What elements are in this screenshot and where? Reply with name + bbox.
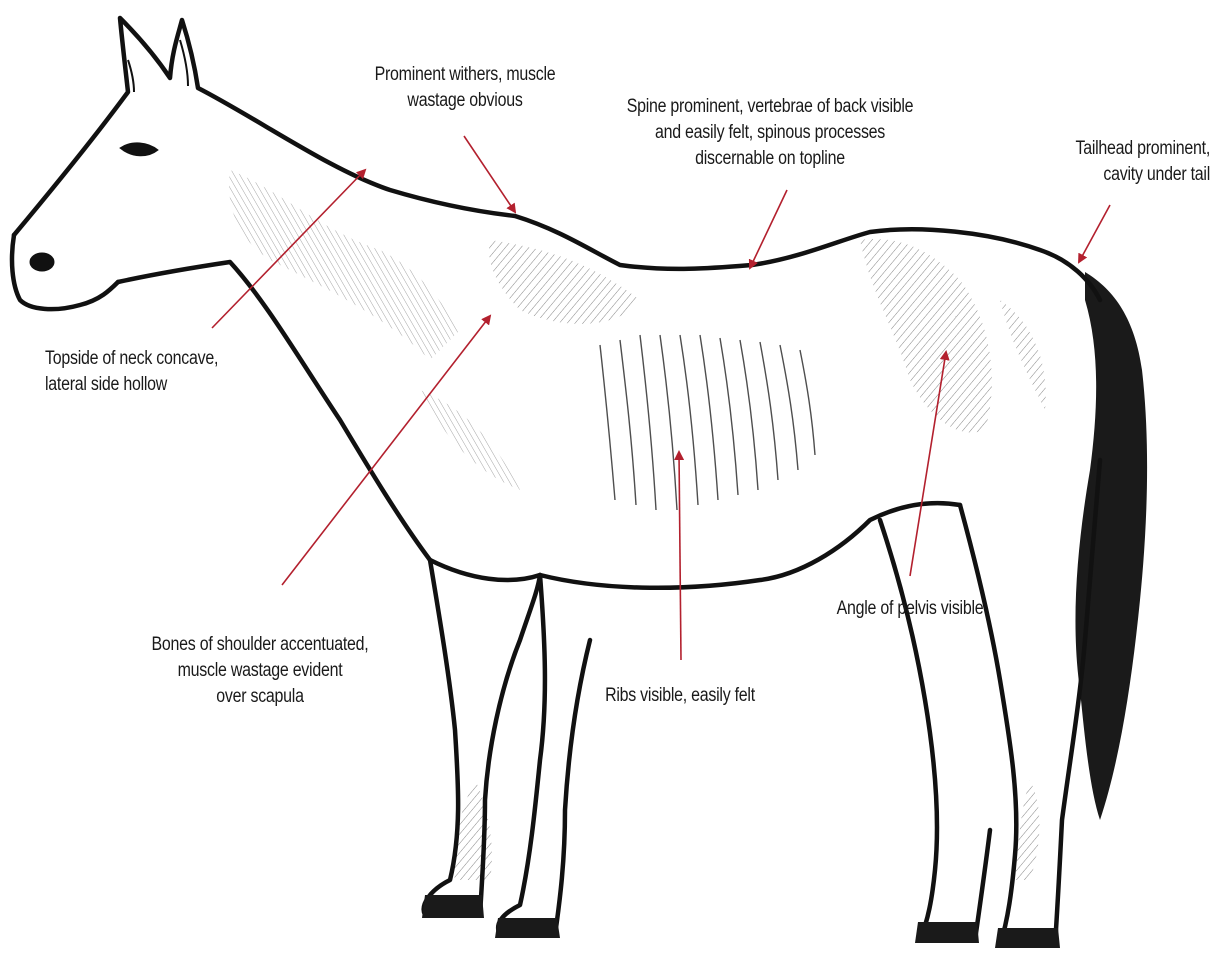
label-line: wastage obvious xyxy=(326,88,603,114)
rib-marks xyxy=(600,335,815,510)
label-line: Angle of pelvis visible xyxy=(801,596,1019,622)
label-line: discernable on topline xyxy=(615,146,926,172)
label-line: and easily felt, spinous processes xyxy=(615,120,926,146)
label-withers: Prominent withers, muscle wastage obviou… xyxy=(326,62,603,114)
horse-outline xyxy=(12,18,1100,945)
label-pelvis: Angle of pelvis visible xyxy=(801,596,1019,622)
label-line: lateral side hollow xyxy=(45,372,263,398)
shading xyxy=(229,170,1046,880)
arrow-ribs xyxy=(679,452,681,660)
label-ribs: Ribs visible, easily felt xyxy=(546,683,815,709)
label-tailhead: Tailhead prominent, cavity under tail xyxy=(1000,136,1210,188)
label-line: cavity under tail xyxy=(1000,162,1210,188)
label-line: Ribs visible, easily felt xyxy=(546,683,815,709)
arrow-withers xyxy=(464,136,515,212)
label-line: Prominent withers, muscle xyxy=(326,62,603,88)
arrow-spine xyxy=(750,190,787,268)
label-spine: Spine prominent, vertebrae of back visib… xyxy=(615,94,926,172)
label-line: Bones of shoulder accentuated, xyxy=(121,632,398,658)
label-line: over scapula xyxy=(121,684,398,710)
label-neck: Topside of neck concave, lateral side ho… xyxy=(45,346,263,398)
label-shoulder: Bones of shoulder accentuated, muscle wa… xyxy=(121,632,398,710)
label-line: Tailhead prominent, xyxy=(1000,136,1210,162)
arrow-tailhead xyxy=(1079,205,1110,262)
hooves xyxy=(422,895,1060,948)
arrow-shoulder xyxy=(282,316,490,585)
face-details xyxy=(30,40,188,271)
label-line: Topside of neck concave, xyxy=(45,346,263,372)
tail xyxy=(1075,272,1147,820)
label-line: Spine prominent, vertebrae of back visib… xyxy=(615,94,926,120)
label-line: muscle wastage evident xyxy=(121,658,398,684)
